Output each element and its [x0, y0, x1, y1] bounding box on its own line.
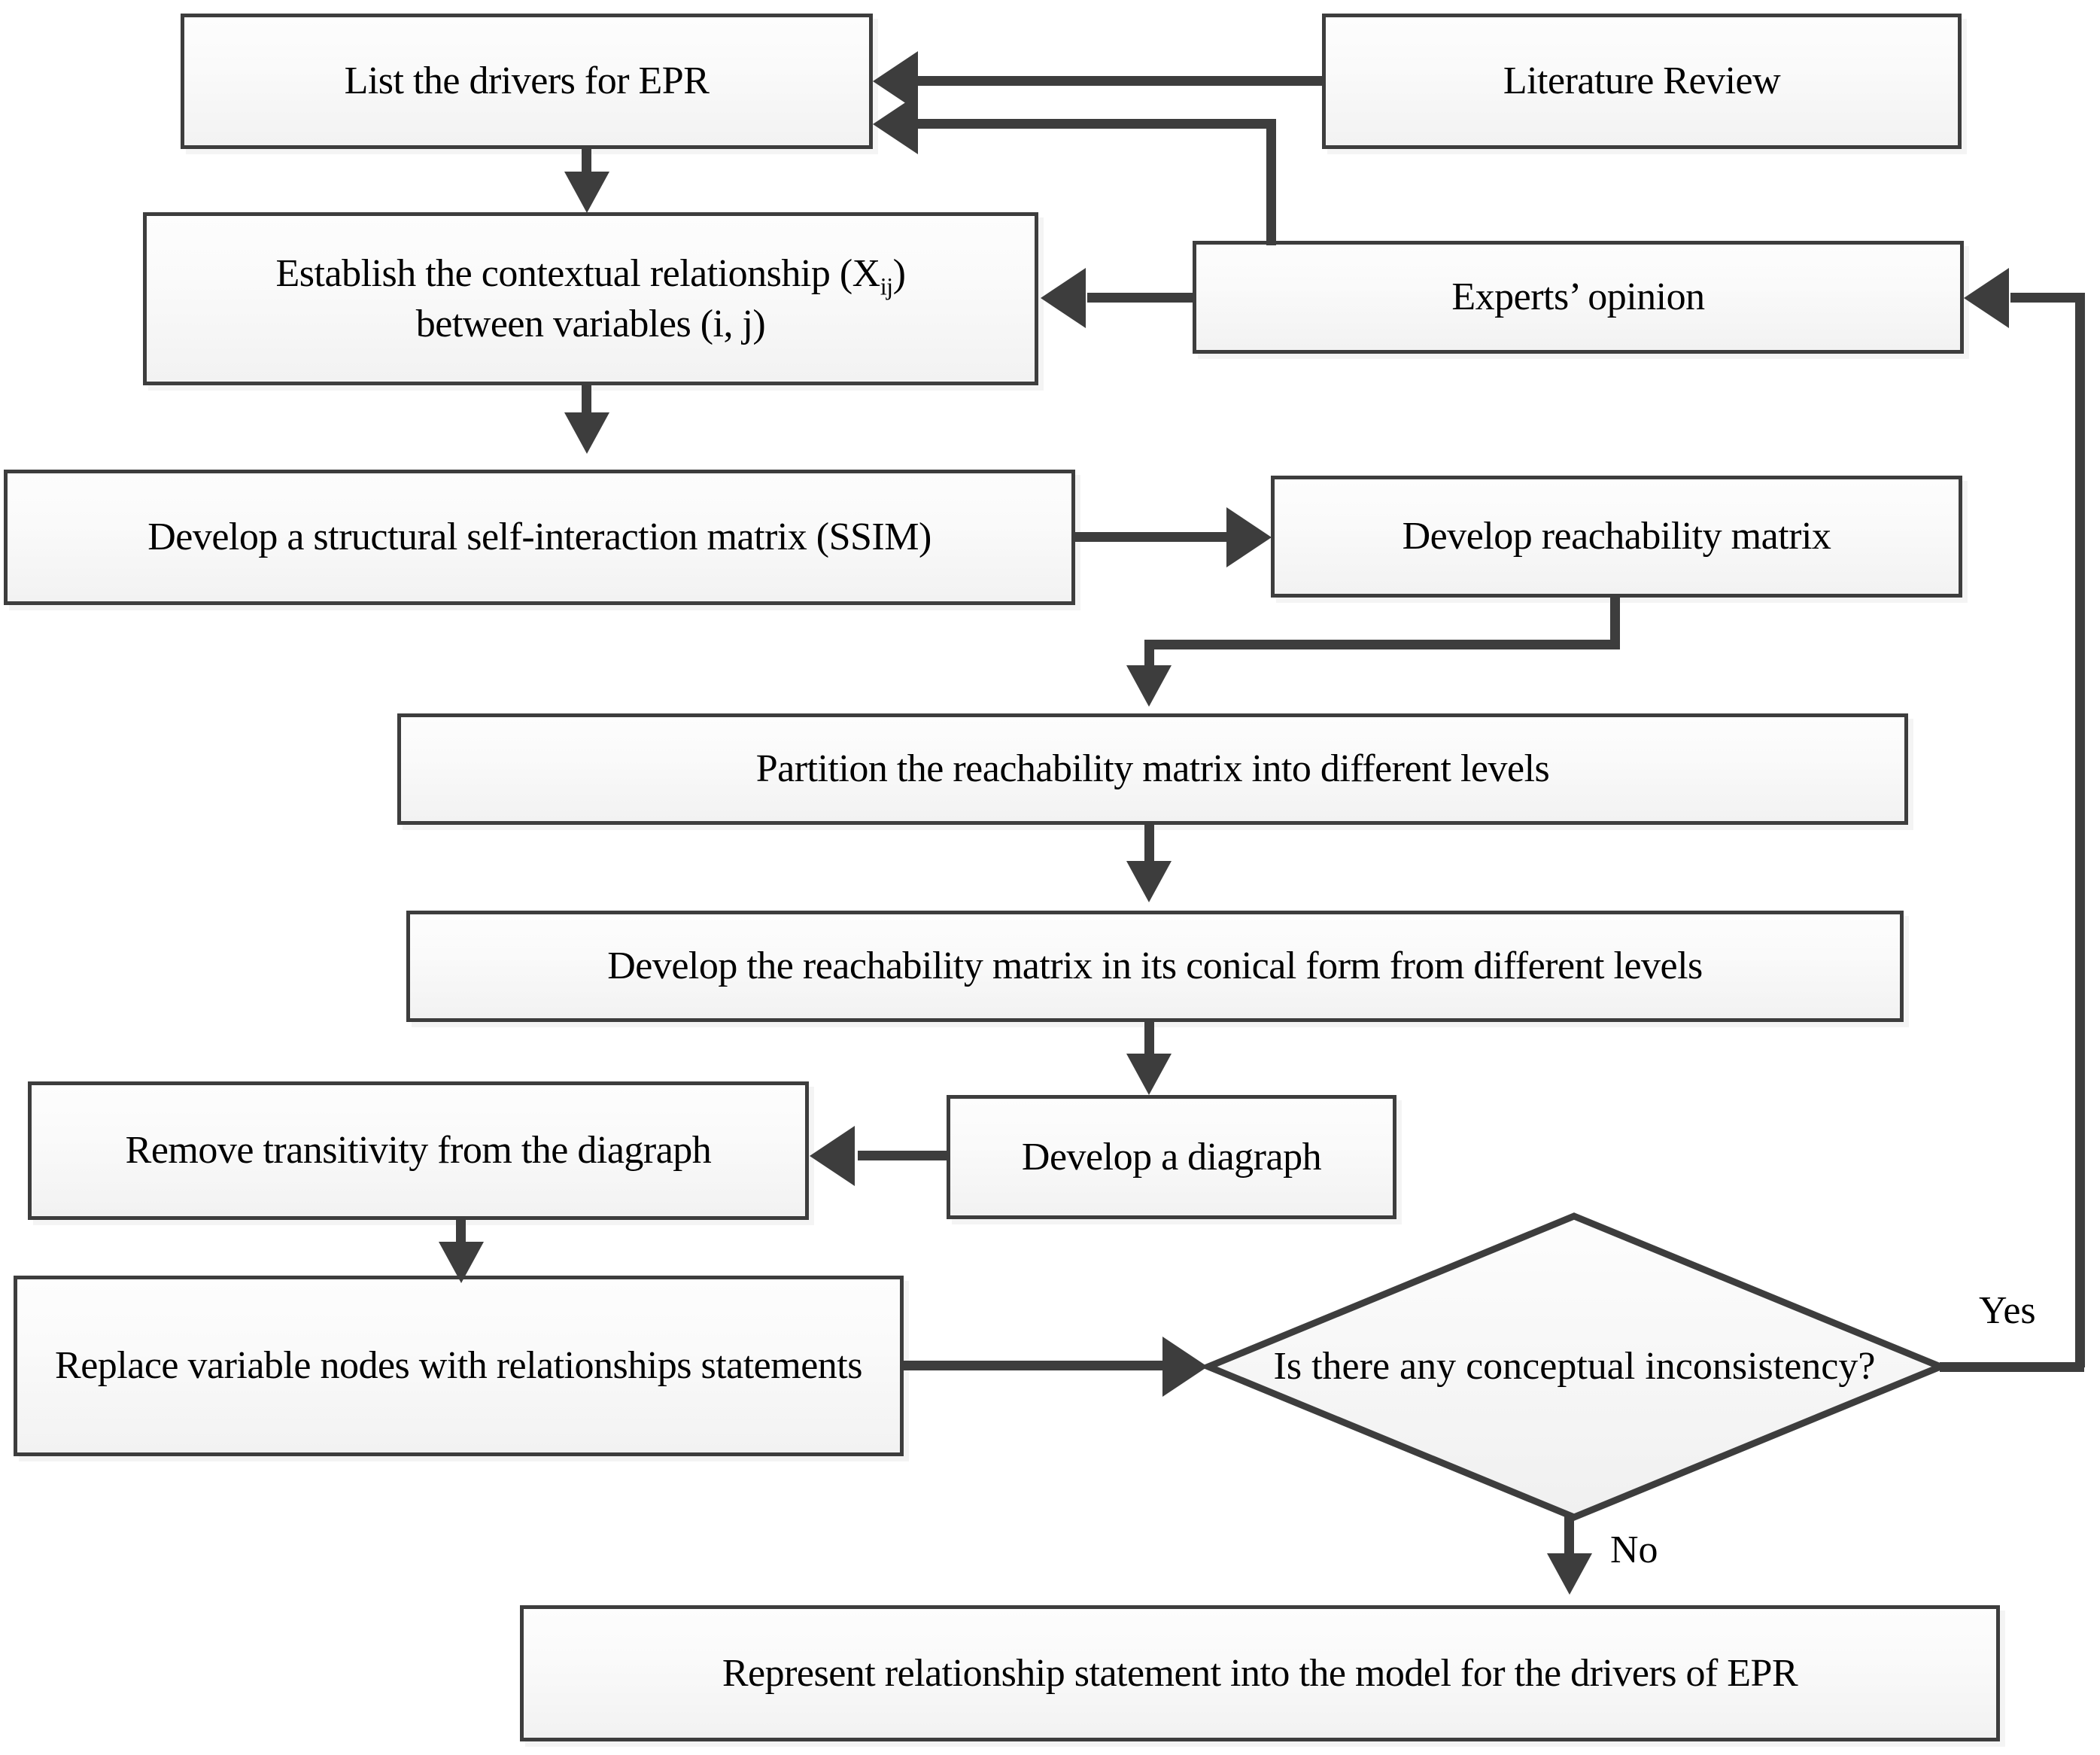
node-remove-transitivity[interactable]: Remove transitivity from the diagraph	[28, 1081, 809, 1220]
node-partition-levels[interactable]: Partition the reachability matrix into d…	[397, 713, 1908, 825]
edge-no-arrowhead	[1547, 1553, 1592, 1595]
edge-experts-to-contextual-line	[1087, 293, 1196, 303]
contextual-line1-close: )	[892, 252, 906, 296]
node-remove-transitivity-label: Remove transitivity from the diagraph	[125, 1129, 712, 1173]
edge-replace-to-decision-line	[904, 1361, 1167, 1370]
node-literature-review-label: Literature Review	[1503, 59, 1781, 103]
node-experts-opinion-label: Experts’ opinion	[1451, 275, 1705, 319]
edge-partition-to-conical-arrowhead	[1126, 861, 1172, 902]
edge-experts-to-contextual-arrowhead	[1041, 268, 1086, 328]
edge-reachability-to-partition-vertical-right	[1610, 595, 1620, 649]
edge-no-line	[1564, 1516, 1574, 1559]
edge-experts-to-list-arrowhead	[873, 94, 918, 154]
node-ssim-label: Develop a structural self-interaction ma…	[147, 516, 931, 559]
node-conical-form[interactable]: Develop the reachability matrix in its c…	[406, 911, 1904, 1022]
node-replace-variable-nodes-label: Replace variable nodes with relationship…	[55, 1344, 862, 1388]
edge-yes-horizontal-top	[2010, 293, 2084, 303]
node-represent-relationship[interactable]: Represent relationship statement into th…	[520, 1605, 2000, 1741]
edge-list-to-contextual-line	[582, 148, 591, 178]
node-literature-review[interactable]: Literature Review	[1322, 14, 1962, 149]
node-reachability-matrix-label: Develop reachability matrix	[1402, 515, 1831, 558]
node-reachability-matrix[interactable]: Develop reachability matrix	[1271, 476, 1962, 598]
edge-diagraph-to-remove-line	[858, 1151, 950, 1160]
node-ssim[interactable]: Develop a structural self-interaction ma…	[4, 470, 1075, 605]
node-list-drivers-label: List the drivers for EPR	[344, 59, 710, 103]
edge-yes-horizontal-bottom	[1940, 1362, 2084, 1372]
node-conical-form-label: Develop the reachability matrix in its c…	[607, 944, 1703, 988]
edge-experts-to-list-horizontal	[918, 119, 1272, 129]
node-establish-contextual-relationship[interactable]: Establish the contextual relationship (X…	[143, 212, 1038, 385]
edge-remove-to-replace-arrowhead	[439, 1242, 484, 1283]
node-represent-relationship-label: Represent relationship statement into th…	[722, 1651, 1798, 1695]
edge-reachability-to-partition-horizontal	[1144, 640, 1620, 649]
edge-ssim-to-reachability-line	[1074, 532, 1229, 542]
node-partition-levels-label: Partition the reachability matrix into d…	[755, 747, 1550, 791]
edge-label-no: No	[1610, 1528, 1658, 1571]
node-decision-inconsistency[interactable]: Is there any conceptual inconsistency?	[1204, 1212, 1945, 1522]
edge-diagraph-to-remove-arrowhead	[810, 1126, 855, 1186]
edge-list-to-contextual-arrowhead	[564, 172, 609, 213]
edge-literature-to-list-line	[918, 76, 1324, 86]
node-develop-diagraph[interactable]: Develop a diagraph	[947, 1095, 1396, 1219]
edge-reachability-to-partition-arrowhead	[1126, 665, 1172, 707]
edge-conical-to-diagraph-arrowhead	[1126, 1054, 1172, 1095]
edge-replace-to-decision-arrowhead	[1162, 1337, 1208, 1397]
edge-experts-to-list-vertical	[1266, 119, 1276, 245]
edge-remove-to-replace-line	[456, 1218, 466, 1247]
edge-yes-arrowhead	[1964, 268, 2009, 328]
node-list-drivers[interactable]: List the drivers for EPR	[181, 14, 873, 149]
node-develop-diagraph-label: Develop a diagraph	[1021, 1135, 1322, 1179]
node-establish-contextual-relationship-label: Establish the contextual relationship (X…	[157, 251, 1024, 347]
node-experts-opinion[interactable]: Experts’ opinion	[1193, 241, 1964, 354]
edge-ssim-to-reachability-arrowhead	[1226, 507, 1272, 567]
contextual-line2-text: between variables (i, j)	[415, 302, 766, 345]
edge-yes-vertical	[2075, 293, 2085, 1367]
contextual-line1-text: Establish the contextual relationship (X	[275, 252, 881, 296]
edge-contextual-to-ssim-line	[582, 384, 591, 420]
diamond-shape	[1204, 1212, 1945, 1521]
edge-contextual-to-ssim-arrowhead	[564, 412, 609, 454]
contextual-subscript: ij	[880, 272, 893, 300]
edge-conical-to-diagraph-line	[1144, 1020, 1154, 1060]
edge-label-yes: Yes	[1979, 1289, 2036, 1332]
edge-reachability-to-partition-vertical-left	[1144, 640, 1154, 671]
edge-partition-to-conical-line	[1144, 823, 1154, 867]
node-replace-variable-nodes[interactable]: Replace variable nodes with relationship…	[14, 1276, 904, 1456]
